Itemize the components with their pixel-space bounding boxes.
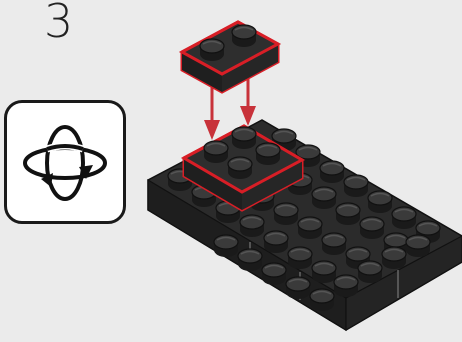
new-plate-1x2 [182, 22, 278, 92]
